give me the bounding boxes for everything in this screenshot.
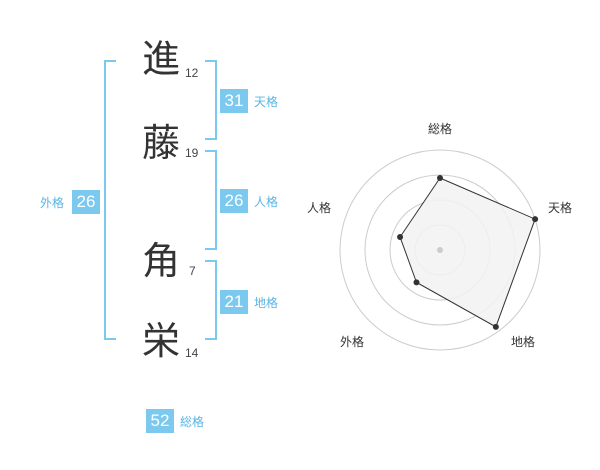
jinkaku-bracket: [205, 150, 217, 250]
jinkaku-value: 26: [220, 189, 248, 213]
jinkaku-label: 人格: [254, 195, 279, 209]
radar-point-4: [397, 234, 404, 241]
soukaku-label: 総格: [180, 415, 205, 429]
char-4-strokes: 14: [185, 346, 199, 360]
soukaku-value: 52: [146, 409, 174, 433]
gaikaku-label: 外格: [40, 196, 65, 210]
chikaku-label: 地格: [254, 296, 279, 310]
radar-label-soukaku: 総格: [428, 122, 453, 136]
tenkaku-value: 31: [220, 89, 248, 113]
char-3-strokes: 7: [189, 264, 196, 278]
gaikaku-value: 26: [72, 190, 100, 214]
chikaku-value: 21: [220, 290, 248, 314]
radar-point-3: [413, 279, 420, 286]
gaikaku-bracket: [104, 60, 116, 340]
radar-center-dot: [437, 247, 443, 253]
char-2-strokes: 19: [185, 146, 199, 160]
radar-point-1: [532, 216, 539, 223]
radar-label-chikaku: 地格: [511, 335, 536, 349]
char-1-strokes: 12: [185, 66, 199, 80]
radar-point-2: [492, 323, 499, 330]
tenkaku-label: 天格: [254, 95, 279, 109]
char-3: 角: [142, 239, 181, 283]
radar-point-0: [437, 175, 443, 181]
radar-ring: [339, 149, 541, 351]
char-2: 藤: [142, 121, 181, 165]
char-1: 進: [142, 37, 181, 81]
radar-label-tenkaku: 天格: [548, 201, 573, 215]
char-4: 栄: [142, 319, 181, 363]
radar-label-jinkaku: 人格: [307, 201, 332, 215]
radar-polygon: [399, 177, 536, 328]
tenkaku-bracket: [205, 60, 217, 140]
chikaku-bracket: [205, 260, 217, 340]
radar-label-gaikaku: 外格: [340, 335, 365, 349]
